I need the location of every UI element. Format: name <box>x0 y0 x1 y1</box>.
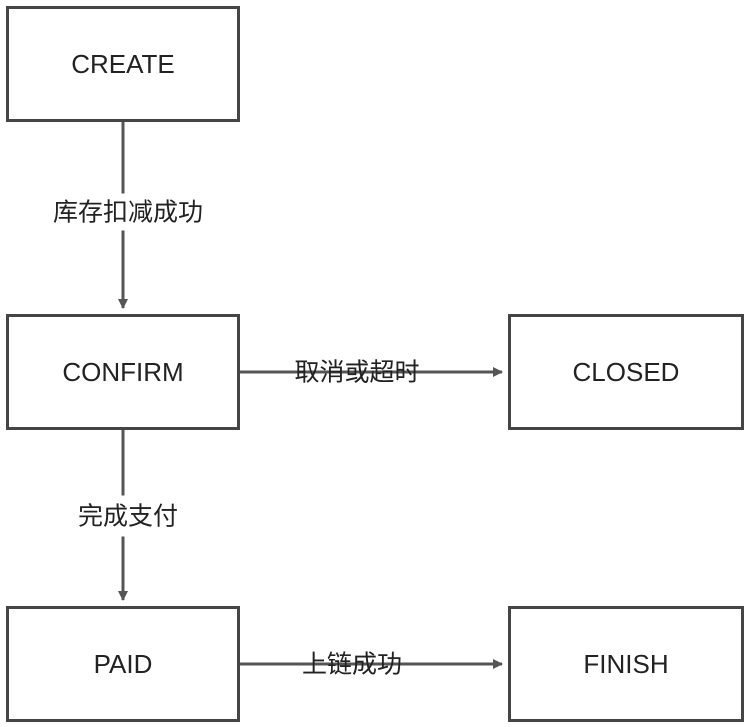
state-paid: PAID <box>6 606 240 722</box>
state-create-label: CREATE <box>71 48 175 79</box>
state-closed-label: CLOSED <box>572 356 680 387</box>
edge-label-create-confirm: 库存扣减成功 <box>50 193 206 231</box>
state-create: CREATE <box>6 6 240 122</box>
edge-label-paid-finish: 上链成功 <box>301 649 403 679</box>
edge-label-confirm-closed: 取消或超时 <box>294 357 420 387</box>
state-finish: FINISH <box>508 606 744 722</box>
state-closed: CLOSED <box>508 314 744 430</box>
edge-label-confirm-paid: 完成支付 <box>75 495 181 537</box>
state-confirm-label: CONFIRM <box>62 356 184 387</box>
state-paid-label: PAID <box>93 648 153 679</box>
state-finish-label: FINISH <box>583 648 669 679</box>
state-confirm: CONFIRM <box>6 314 240 430</box>
